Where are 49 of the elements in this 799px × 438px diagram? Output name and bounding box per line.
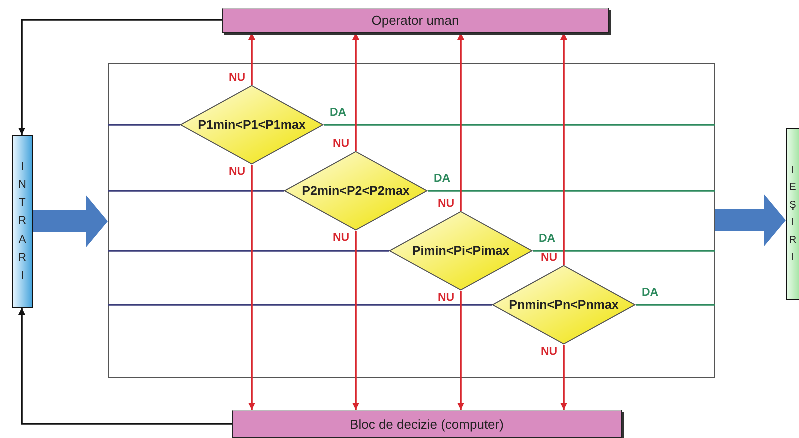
connector-line: [108, 304, 492, 306]
connector-line: [108, 250, 389, 252]
connector-line: [108, 190, 284, 192]
condition-label: P1min<P1<P1max: [198, 118, 306, 132]
condition-label: P2min<P2<P2max: [302, 184, 410, 198]
process-box: [232, 410, 622, 438]
arrow: [352, 33, 360, 151]
decision-diamond: [492, 265, 636, 345]
arrow: [458, 291, 464, 410]
connector-line: [533, 250, 715, 252]
condition-label: Pimin<Pi<Pimax: [412, 244, 510, 258]
connector-line: [108, 124, 180, 126]
block-arrow: [715, 194, 786, 247]
decision-diamond: [284, 151, 428, 231]
connector-line: [636, 304, 715, 306]
input-bar: [12, 135, 33, 308]
vertical-label: INTRARI: [18, 160, 28, 284]
output-bar: [786, 128, 799, 300]
edge-label: DA: [641, 287, 660, 299]
process-box: [222, 8, 609, 33]
connector-line: [428, 190, 715, 192]
block-arrow: [33, 195, 108, 248]
box-label: Operator uman: [372, 13, 460, 28]
edge-label: NU: [437, 292, 456, 304]
arrow: [352, 231, 360, 410]
arrow: [248, 33, 256, 85]
edge-label: DA: [433, 173, 452, 185]
connector-line: [324, 124, 715, 126]
edge-label: NU: [332, 232, 351, 244]
edge-label: NU: [540, 252, 559, 264]
decision-diamond: [180, 85, 324, 165]
decision-diamond: [389, 211, 533, 291]
arrow: [248, 165, 256, 410]
arrow: [18, 19, 222, 135]
edge-label: NU: [228, 72, 247, 84]
box-label: Bloc de decizie (computer): [350, 416, 504, 432]
edge-label: NU: [437, 198, 456, 210]
edge-label: DA: [538, 233, 557, 245]
arrow: [18, 308, 232, 425]
edge-label: NU: [228, 166, 247, 178]
edge-label: NU: [332, 138, 351, 150]
condition-label: Pnmin<Pn<Pnmax: [509, 298, 619, 312]
edge-label: NU: [540, 346, 559, 358]
arrow: [560, 33, 568, 265]
frame-box: [108, 63, 715, 378]
arrow: [458, 33, 464, 211]
arrow: [560, 345, 568, 410]
vertical-label: IEŞIRI: [788, 164, 798, 265]
edge-label: DA: [329, 107, 348, 119]
